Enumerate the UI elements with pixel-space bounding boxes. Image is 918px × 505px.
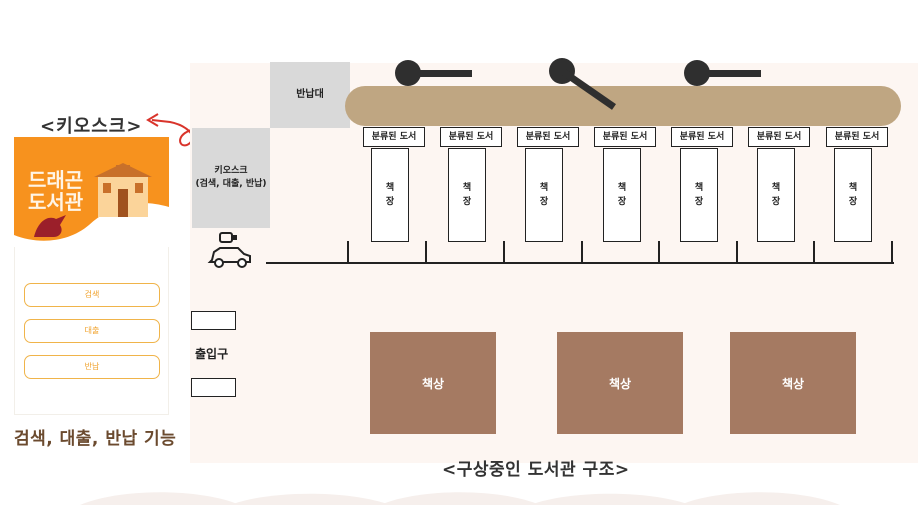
loan-button[interactable]: 대출 [24, 319, 160, 343]
robot-track [207, 232, 894, 268]
logo-line-1: 드래곤 [28, 168, 84, 192]
return-desk: 반납대 [270, 62, 350, 128]
return-button[interactable]: 반납 [24, 355, 160, 379]
sorting-arm-2 [549, 58, 616, 110]
reading-desk: 책상 [557, 332, 683, 434]
kiosk-caption: 검색, 대출, 반납 기능 [14, 429, 177, 449]
sorted-books-label: 분류된 도서 [594, 127, 656, 147]
decorative-waves [80, 492, 840, 505]
sorting-arm-1 [395, 60, 472, 86]
kiosk-title: <키오스크> [40, 116, 143, 137]
kiosk-header-banner [14, 137, 169, 247]
bookshelf: 책 장 [448, 148, 486, 242]
sorted-books-label: 분류된 도서 [440, 127, 502, 147]
sorting-arms [395, 58, 761, 110]
sorted-books-label: 분류된 도서 [363, 127, 425, 147]
reading-desk: 책상 [730, 332, 856, 434]
sorting-arm-3 [684, 60, 761, 86]
kiosk-area: 키오스크 (검색, 대출, 반납) [192, 128, 270, 228]
sorted-books-label: 분류된 도서 [748, 127, 810, 147]
entrance-door [191, 378, 236, 397]
entrance-door [191, 311, 236, 330]
bookshelf: 책 장 [371, 148, 409, 242]
bookshelf: 책 장 [603, 148, 641, 242]
bookshelf: 책 장 [525, 148, 563, 242]
search-button[interactable]: 검색 [24, 283, 160, 307]
bookshelf: 책 장 [757, 148, 795, 242]
delivery-robot-icon [207, 232, 251, 268]
bookshelf: 책 장 [834, 148, 872, 242]
reading-desk: 책상 [370, 332, 496, 434]
sorted-books-label: 분류된 도서 [517, 127, 579, 147]
library-building-icon [94, 163, 152, 217]
kiosk-screen: 드래곤 도서관 검색 대출 반납 [14, 137, 169, 415]
logo-line-2: 도서관 [28, 190, 84, 214]
conveyor-belt [345, 86, 901, 126]
entrance-label: 출입구 [195, 347, 229, 361]
griffin-icon [34, 215, 66, 237]
sorted-books-label: 분류된 도서 [826, 127, 888, 147]
bookshelf: 책 장 [680, 148, 718, 242]
plan-caption: <구상중인 도서관 구조> [442, 460, 630, 480]
sorted-books-label: 분류된 도서 [671, 127, 733, 147]
library-logo: 드래곤 도서관 [28, 169, 83, 213]
